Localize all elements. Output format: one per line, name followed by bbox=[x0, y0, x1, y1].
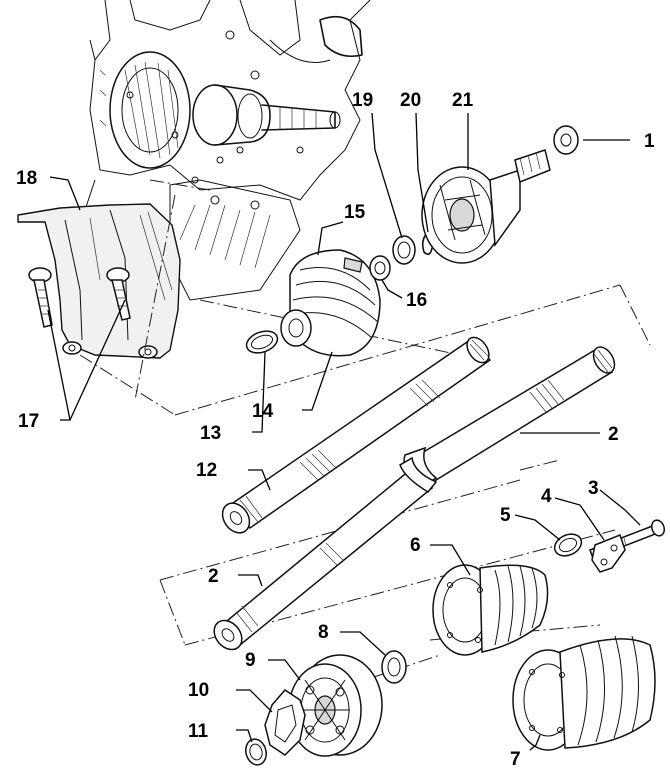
gasket-10 bbox=[264, 689, 306, 756]
callout-labels: 1 2 2 3 4 5 6 7 8 9 10 11 12 13 14 15 16… bbox=[16, 90, 655, 770]
label-11: 11 bbox=[188, 721, 209, 742]
washer-8 bbox=[381, 650, 407, 684]
leader-lines bbox=[47, 112, 641, 751]
label-7: 7 bbox=[510, 749, 521, 770]
shield-bolts bbox=[28, 267, 131, 328]
label-3: 3 bbox=[588, 478, 599, 499]
washer-16 bbox=[369, 255, 391, 281]
boot-clamp-inner bbox=[245, 330, 279, 354]
label-2-right: 2 bbox=[608, 424, 619, 445]
gearbox-housing-illustration bbox=[84, 0, 371, 301]
label-1: 1 bbox=[644, 131, 655, 152]
washer-19 bbox=[392, 235, 416, 265]
label-18: 18 bbox=[16, 168, 37, 189]
retaining-plate-4 bbox=[591, 534, 626, 573]
label-13: 13 bbox=[200, 423, 221, 444]
cv-boot-7 bbox=[512, 635, 656, 751]
label-12: 12 bbox=[196, 460, 217, 481]
label-16: 16 bbox=[406, 290, 427, 311]
label-6: 6 bbox=[410, 535, 421, 556]
heat-shield bbox=[17, 203, 181, 359]
label-4: 4 bbox=[541, 486, 552, 507]
boot-clamp-5 bbox=[553, 533, 583, 557]
label-20: 20 bbox=[400, 90, 421, 111]
axle-nut bbox=[553, 125, 579, 155]
label-2-left: 2 bbox=[208, 566, 219, 587]
cv-boot-inner bbox=[280, 249, 381, 357]
label-10: 10 bbox=[188, 680, 209, 701]
cv-boot-outer-6 bbox=[432, 564, 549, 656]
label-8: 8 bbox=[318, 622, 329, 643]
cv-joint-outer bbox=[421, 149, 551, 264]
drive-shaft-upper bbox=[221, 336, 492, 534]
circlip-20 bbox=[421, 231, 433, 256]
label-19: 19 bbox=[352, 90, 373, 111]
drive-shaft-lower bbox=[213, 456, 438, 651]
label-21: 21 bbox=[452, 90, 474, 111]
circlip-11 bbox=[245, 738, 267, 766]
label-5: 5 bbox=[500, 505, 511, 526]
label-9: 9 bbox=[245, 650, 256, 671]
label-14: 14 bbox=[252, 401, 274, 422]
cv-joint-inner-9 bbox=[288, 654, 383, 757]
label-17: 17 bbox=[18, 411, 39, 432]
label-15: 15 bbox=[344, 202, 366, 223]
